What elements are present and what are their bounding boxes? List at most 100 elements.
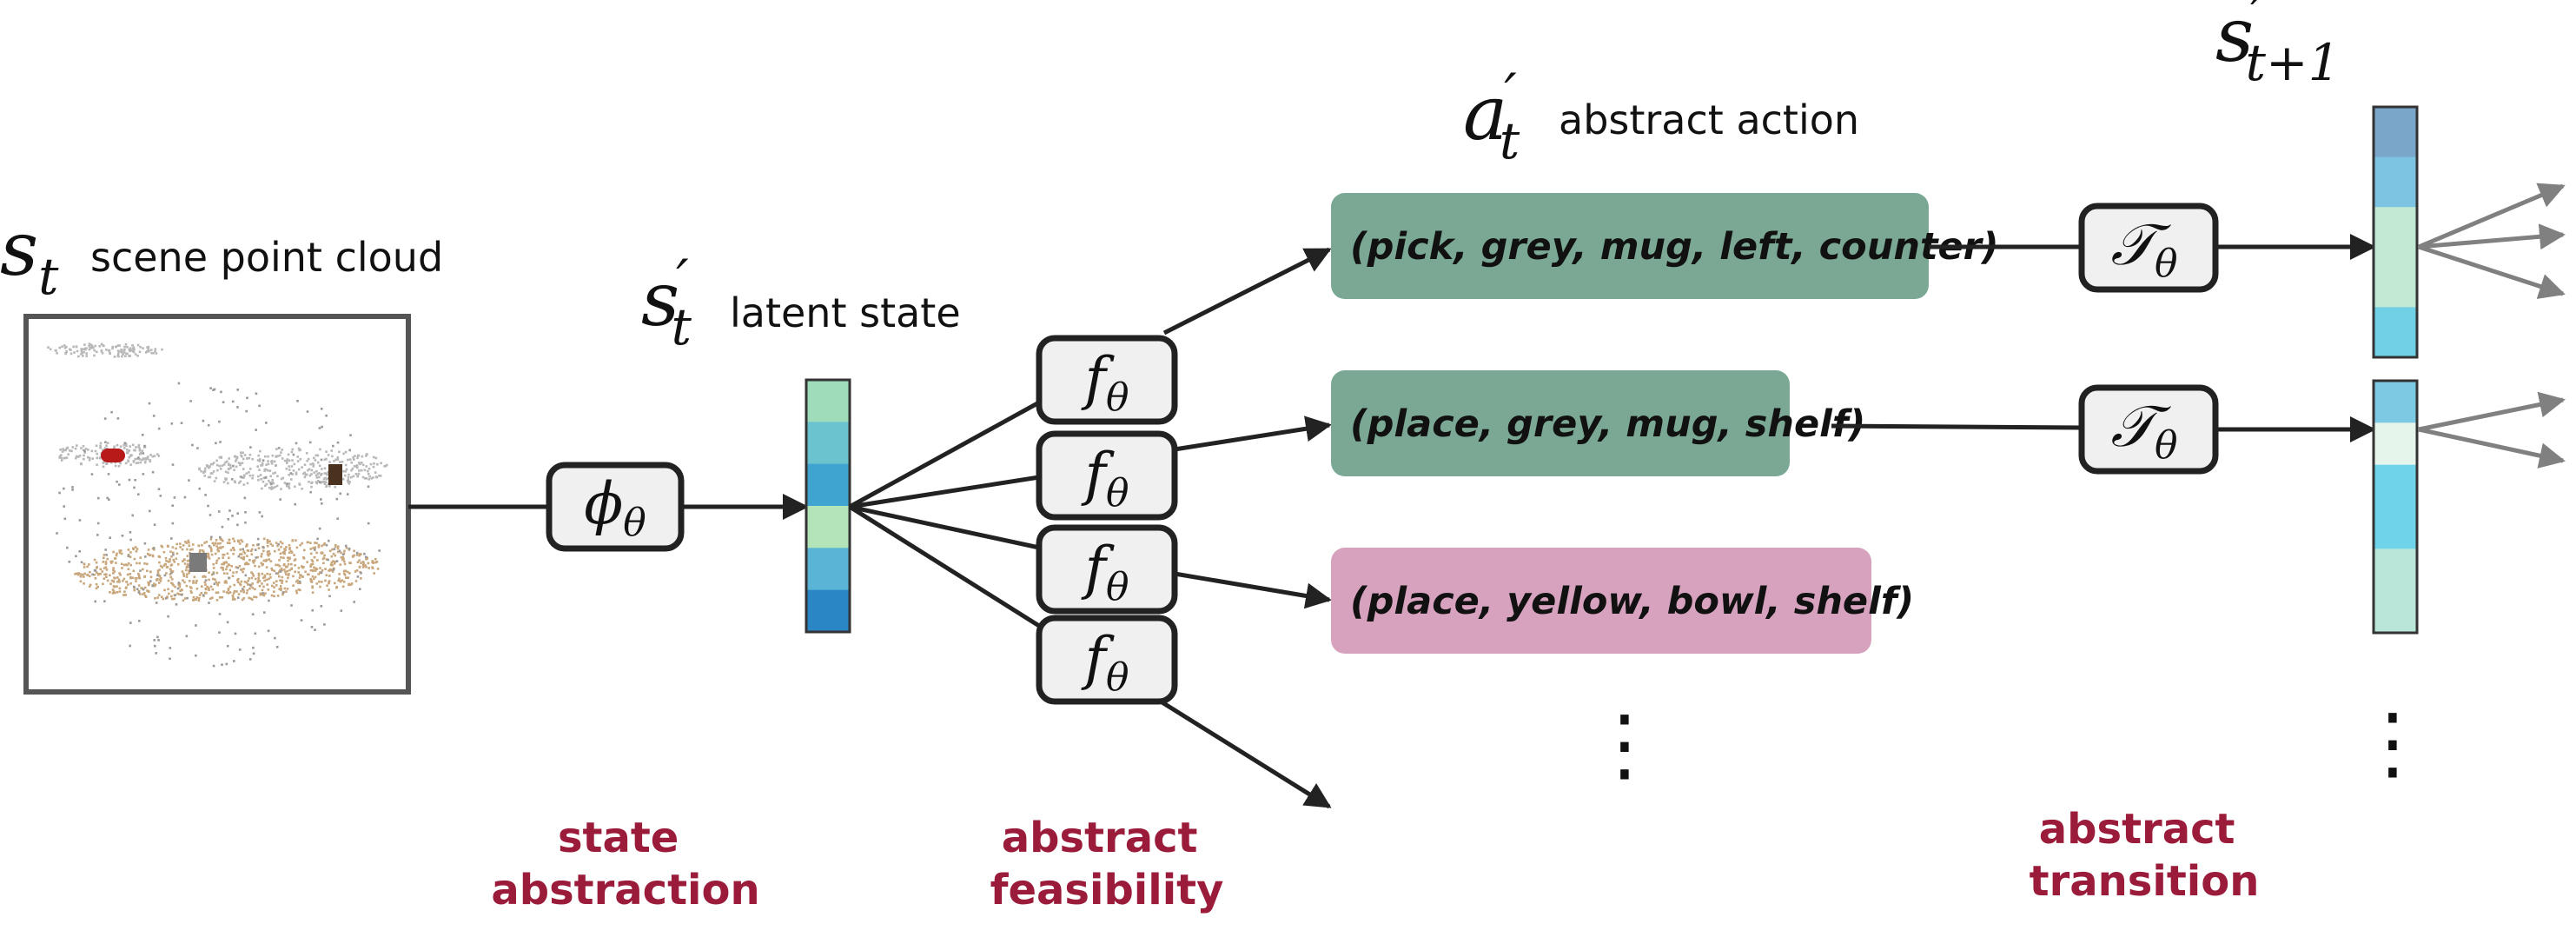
latent-vector-cell bbox=[806, 380, 850, 422]
point-cloud-dot bbox=[134, 457, 136, 461]
point-cloud-dot bbox=[320, 408, 323, 410]
point-cloud-dot bbox=[126, 573, 129, 576]
point-cloud-dot bbox=[286, 460, 288, 462]
point-cloud-dot bbox=[112, 590, 116, 593]
point-cloud-dot bbox=[262, 459, 265, 462]
point-cloud-dot bbox=[159, 564, 162, 568]
point-cloud-dot bbox=[122, 580, 124, 582]
point-cloud-dot bbox=[328, 461, 331, 463]
point-cloud-dot bbox=[212, 567, 215, 569]
point-cloud-dot bbox=[273, 595, 275, 598]
point-cloud-dot bbox=[318, 427, 321, 429]
point-cloud-dot bbox=[222, 463, 226, 466]
point-cloud-dot bbox=[231, 595, 235, 597]
point-cloud-dot bbox=[289, 472, 293, 475]
point-cloud-dot bbox=[295, 580, 298, 583]
point-cloud-dot bbox=[281, 575, 284, 579]
point-cloud-dot bbox=[354, 455, 356, 457]
point-cloud-dot bbox=[303, 475, 307, 479]
point-cloud-dot bbox=[309, 542, 312, 544]
point-cloud-dot bbox=[344, 569, 347, 572]
point-cloud-dot bbox=[219, 542, 222, 545]
point-cloud-dot bbox=[183, 495, 187, 499]
point-cloud-dot bbox=[99, 573, 102, 575]
point-cloud-dot bbox=[158, 568, 161, 571]
point-cloud-dot bbox=[310, 559, 314, 562]
branch-arrow-1b bbox=[2418, 223, 2566, 250]
point-cloud-dot bbox=[234, 598, 236, 601]
point-cloud-dot bbox=[331, 548, 334, 551]
point-cloud-dot bbox=[170, 597, 174, 601]
point-cloud-dot bbox=[230, 565, 233, 568]
point-cloud-dot bbox=[257, 577, 260, 580]
point-cloud-dot bbox=[334, 486, 336, 489]
point-cloud-dot bbox=[198, 467, 201, 470]
point-cloud-dot bbox=[227, 588, 230, 592]
point-cloud-dot bbox=[241, 598, 244, 602]
point-cloud-dot bbox=[208, 578, 210, 582]
point-cloud-dot bbox=[299, 458, 302, 461]
point-cloud-dot bbox=[146, 350, 149, 353]
point-cloud-dot bbox=[352, 475, 355, 478]
point-cloud-dot bbox=[170, 589, 174, 593]
point-cloud-dot bbox=[268, 487, 271, 489]
arrow-latent-to-f2 bbox=[849, 475, 1040, 509]
point-cloud-dot bbox=[183, 562, 187, 565]
point-cloud-dot bbox=[134, 479, 136, 482]
point-cloud-dot bbox=[79, 575, 83, 578]
point-cloud-dot bbox=[100, 342, 103, 346]
point-cloud-dot bbox=[280, 488, 282, 490]
point-cloud-dot bbox=[383, 465, 386, 468]
point-cloud-dot bbox=[156, 596, 159, 599]
point-cloud-dot bbox=[110, 410, 113, 414]
point-cloud-dot bbox=[334, 582, 336, 585]
point-cloud-dot bbox=[257, 543, 260, 546]
point-cloud-dot bbox=[309, 462, 312, 466]
point-cloud-dot bbox=[70, 449, 73, 453]
point-cloud-dot bbox=[113, 445, 116, 449]
point-cloud-dot bbox=[326, 584, 328, 588]
point-cloud-dot bbox=[133, 486, 136, 489]
point-cloud-dot bbox=[334, 561, 336, 563]
point-cloud-dot bbox=[288, 487, 291, 489]
point-cloud-dot bbox=[192, 582, 195, 584]
point-cloud-dot bbox=[271, 478, 274, 482]
point-cloud-dot bbox=[228, 542, 231, 545]
point-cloud-dot bbox=[290, 478, 293, 481]
point-cloud-dot bbox=[257, 565, 261, 568]
point-cloud-dot bbox=[143, 575, 146, 579]
point-cloud-dot bbox=[116, 352, 120, 355]
point-cloud-dot bbox=[360, 562, 362, 564]
point-cloud-dot bbox=[82, 348, 85, 351]
point-cloud-dot bbox=[228, 591, 232, 594]
point-cloud-dot bbox=[310, 482, 313, 484]
point-cloud-dot bbox=[314, 542, 316, 544]
point-cloud-dot bbox=[102, 462, 105, 464]
point-cloud-dot bbox=[237, 462, 241, 464]
point-cloud-dot bbox=[135, 550, 138, 553]
point-cloud-dot bbox=[343, 574, 347, 576]
point-cloud-dot bbox=[260, 478, 262, 481]
point-cloud-dot bbox=[75, 455, 78, 458]
point-cloud-dot bbox=[119, 574, 122, 576]
point-cloud-dot bbox=[132, 585, 136, 588]
point-cloud-dot bbox=[360, 553, 362, 555]
point-cloud-dot bbox=[238, 648, 242, 651]
point-cloud-dot bbox=[216, 542, 220, 545]
point-cloud-dot bbox=[61, 345, 63, 348]
point-cloud-dot bbox=[270, 488, 273, 490]
point-cloud-dot bbox=[321, 425, 323, 429]
point-cloud-dot bbox=[185, 635, 189, 638]
point-cloud-dot bbox=[264, 560, 268, 562]
point-cloud-dot bbox=[269, 542, 273, 546]
point-cloud-dot bbox=[327, 558, 329, 562]
point-cloud-dot bbox=[246, 482, 249, 485]
point-cloud-dot bbox=[94, 449, 97, 453]
point-cloud-dot bbox=[215, 459, 218, 462]
point-cloud-dot bbox=[279, 552, 282, 555]
point-cloud-dot bbox=[323, 472, 327, 475]
point-cloud-dot bbox=[279, 579, 281, 582]
point-cloud-dot bbox=[121, 567, 123, 569]
point-cloud-dot bbox=[342, 560, 346, 563]
point-cloud-dot bbox=[143, 595, 147, 597]
